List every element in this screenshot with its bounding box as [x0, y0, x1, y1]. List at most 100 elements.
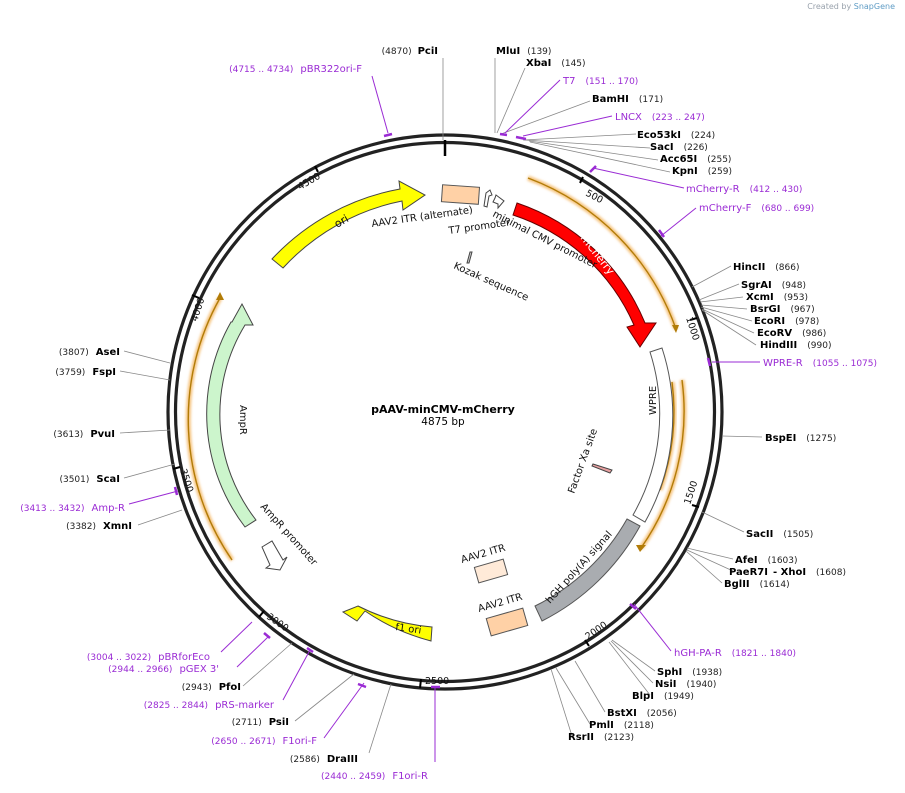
primer-f1ori-r-range: (2440 .. 2459): [321, 772, 385, 782]
site-psii-pos: (2711): [232, 718, 262, 728]
tick-label-2500: 2500: [425, 676, 449, 687]
feature-mcherry-arrow: [512, 202, 657, 348]
snapgene-logo-text: SnapGene: [853, 2, 895, 11]
site-acc65i: Acc65I(255): [660, 154, 731, 165]
site-hincii: HincII(866): [733, 262, 800, 273]
kozak-marker: [466, 251, 473, 264]
leader-hincii: [691, 265, 732, 288]
leader-ecorv: [701, 308, 755, 334]
site-leaders: [119, 58, 763, 754]
mark-pgex3: [263, 632, 271, 639]
small-promoter-arrows: [261, 189, 613, 571]
leader-afei: [686, 547, 734, 560]
primer-pgex3-range: (2944 .. 2966): [108, 665, 172, 675]
site-sacii-pos: (1505): [783, 530, 813, 540]
tick-1500: [691, 504, 700, 508]
site-sphi: SphI(1938): [657, 667, 722, 678]
site-bspei-pos: (1275): [806, 434, 836, 444]
tick-500: [579, 176, 584, 184]
site-sgrai-pos: (948): [782, 281, 806, 291]
site-ecori: EcoRI (978): [754, 316, 819, 327]
site-ecori-name: EcoRI: [754, 316, 785, 327]
leader-pgex3: [236, 636, 269, 668]
tick-group: [172, 165, 700, 689]
site-bsrgi-name: BsrGI: [750, 304, 780, 315]
feature-itr-b-box: [473, 558, 509, 584]
site-saci-name: SacI: [650, 142, 674, 153]
site-blpi-name: BlpI: [632, 691, 654, 702]
mark-prs-marker: [306, 646, 314, 654]
feature-wpre-box: [632, 347, 674, 523]
orf-arc-backbone: [187, 297, 233, 561]
primer-mcherry-r: mCherry-R(412 .. 430): [686, 184, 802, 195]
leader-nsii: [610, 640, 654, 684]
site-pfoi-name: PfoI: [219, 682, 241, 693]
site-nsii-name: NsiI: [655, 679, 676, 690]
primer-mcherry-r-range: (412 .. 430): [750, 185, 803, 195]
primer-prs-marker-name: pRS-marker: [215, 700, 275, 711]
primer-lncx: LNCX(223 .. 247): [615, 112, 705, 123]
primer-pbrforeco-range: (3004 .. 3022): [87, 653, 151, 663]
site-ecorv-pos: (986): [802, 329, 826, 339]
site-afei-name: AfeI: [735, 555, 758, 566]
orf-arcs: [185, 175, 687, 562]
primer-hgh-pa-r-range: (1821 .. 1840): [732, 649, 796, 659]
leader-psii: [294, 673, 355, 722]
primer-lncx-range: (223 .. 247): [652, 113, 705, 123]
leader-hgh-pa-r: [633, 603, 672, 652]
feature-f1ori-arrow: [341, 605, 433, 642]
leader-blpi: [608, 641, 651, 696]
site-bglii-pos: (1614): [760, 580, 790, 590]
tick-1000: [689, 317, 698, 321]
site-acc65i-name: Acc65I: [660, 154, 697, 165]
primer-wpre-r: WPRE-R(1055 .. 1075): [763, 358, 877, 369]
leader-xcmi: [699, 296, 744, 303]
leader-sgrai: [698, 283, 740, 301]
site-xcmi-pos: (953): [784, 293, 808, 303]
orf-arrowhead-3: [216, 292, 224, 300]
tick-3000: [258, 610, 265, 618]
leader-f1ori-f: [323, 682, 365, 739]
leader-acc65i: [528, 140, 659, 161]
site-bglii-name: BglII: [724, 579, 750, 590]
site-scai-pos: (3501): [59, 475, 89, 485]
site-ecorv: EcoRV(986): [757, 328, 826, 339]
leader-xbai: [496, 67, 526, 134]
leader-bsrgi: [700, 304, 748, 310]
site-bsrgi-pos: (967): [790, 305, 814, 315]
site-fspi-name: FspI: [92, 367, 116, 378]
site-xbai-name: XbaI: [526, 58, 551, 69]
leader-rsrii: [550, 668, 573, 737]
site-mlui: MluI(139): [496, 46, 551, 57]
feature-hgh-box: [534, 518, 641, 622]
mark-wpre-r: [706, 357, 712, 367]
site-afei-pos: (1603): [768, 556, 798, 566]
primer-pgex3-name: pGEX 3': [179, 664, 219, 675]
site-sacii-name: SacII: [746, 529, 773, 540]
site-sgrai: SgrAI(948): [741, 280, 806, 291]
site-asei: (3807)AseI: [59, 347, 120, 358]
ampr-promoter-arrow: [261, 540, 288, 571]
site-afei: AfeI (1603): [735, 555, 798, 566]
site-nsii-pos: (1940): [686, 680, 716, 690]
site-bamhi-name: BamHI: [592, 94, 629, 105]
primer-f1ori-f-range: (2650 .. 2671): [211, 737, 275, 747]
primer-pbr322ori-f-name: pBR322ori-F: [300, 64, 362, 75]
orf-arrowhead-2: [636, 545, 646, 552]
leader-kpni: [529, 141, 671, 173]
site-psii: (2711)PsiI: [232, 717, 289, 728]
leader-bstxi: [574, 660, 606, 713]
site-bamhi: BamHI(171): [592, 94, 663, 105]
site-pcii-pos: (4870): [382, 47, 412, 57]
site-xmni: (3382)XmnI: [66, 521, 132, 532]
mark-mcherry-r: [589, 165, 597, 173]
leader-lncx: [522, 115, 613, 137]
primer-hgh-pa-r-name: hGH-PA-R: [674, 648, 722, 659]
site-ecori-pos: (978): [795, 317, 819, 327]
primer-f1ori-f: (2650 .. 2671)F1ori-F: [211, 736, 317, 747]
site-xmni-name: XmnI: [103, 521, 132, 532]
site-xbai-pos: (145): [561, 59, 585, 69]
site-pcii: (4870)PciI: [382, 46, 438, 57]
mark-pbr322ori-f: [383, 132, 393, 138]
